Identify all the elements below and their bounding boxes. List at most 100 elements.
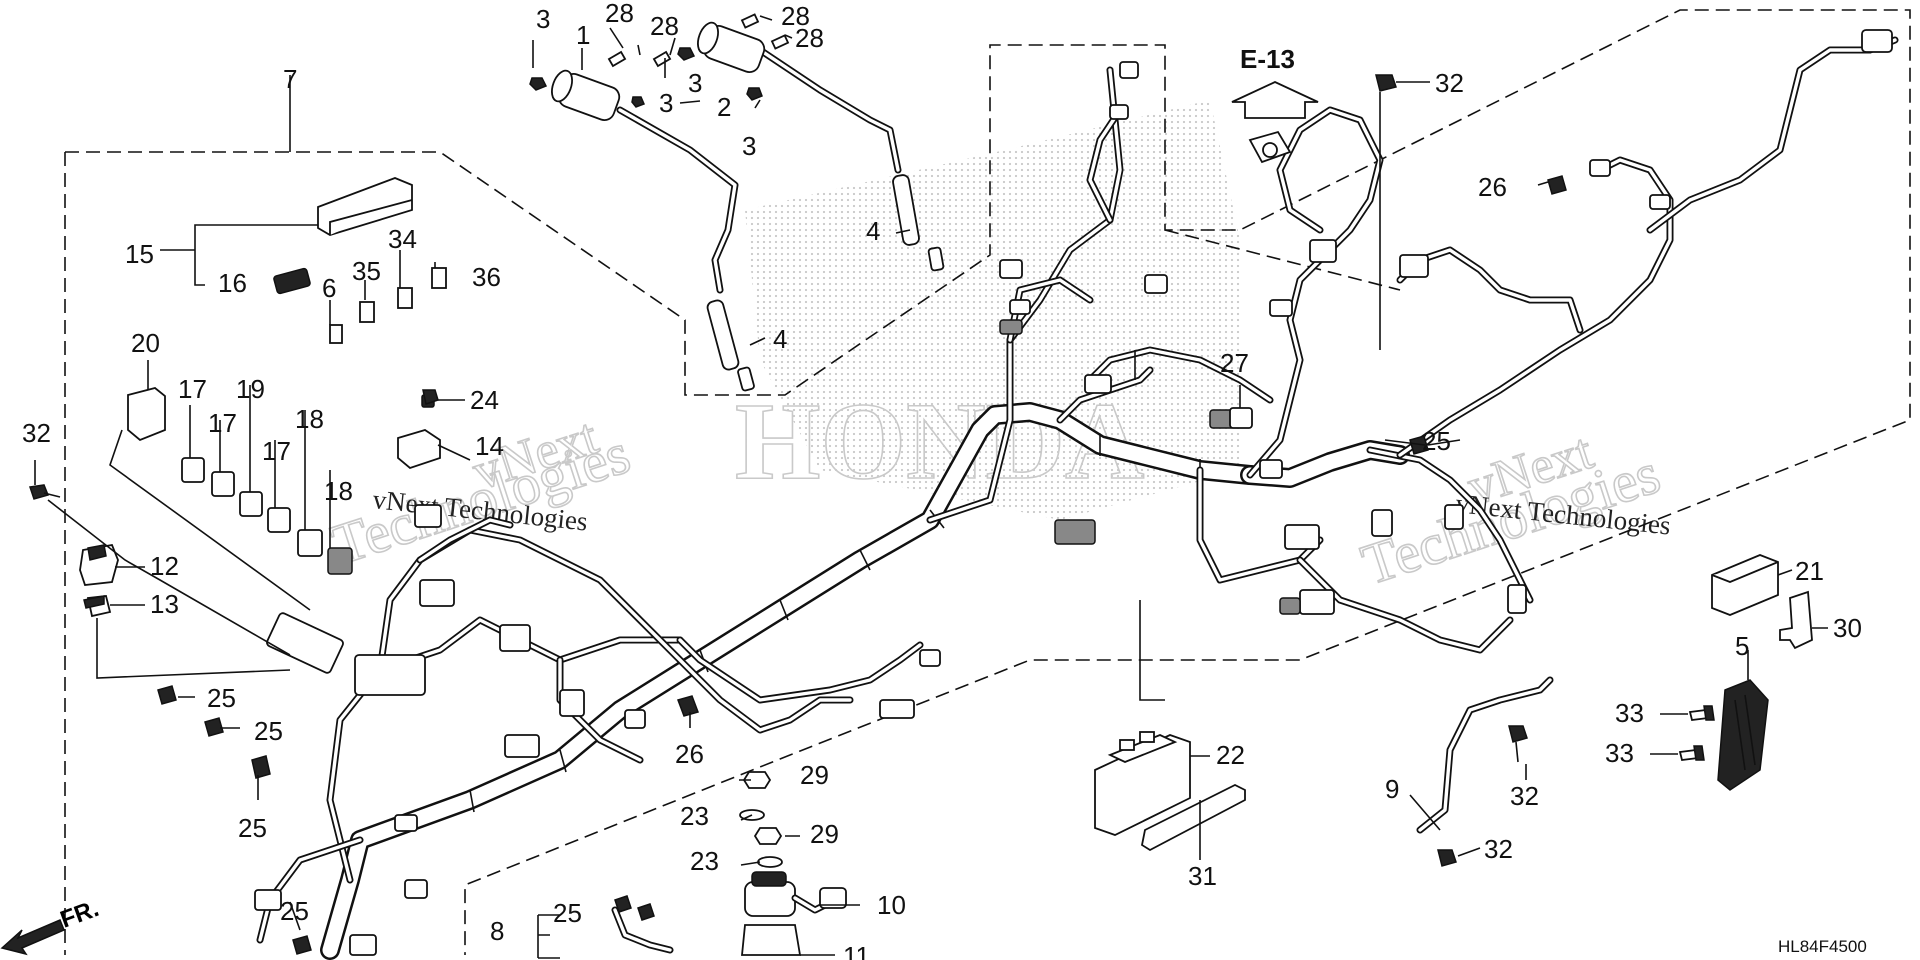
relay-box [127,387,166,442]
clips-25-bottom [614,895,655,921]
callout-33: 33 [1615,698,1644,728]
callout-32: 32 [1435,68,1464,98]
regulator-5 [1717,679,1769,791]
callout-34: 34 [388,224,417,254]
top-fasteners [529,13,790,108]
bracket-14 [397,394,441,470]
callout-30: 30 [1833,613,1862,643]
switch-12 [79,543,119,586]
callout-17: 17 [208,408,237,438]
grommet-e13 [1248,130,1292,164]
callout-31: 31 [1188,861,1217,891]
bolt-24 [422,389,439,405]
callout-20: 20 [131,328,160,358]
callout-13: 13 [150,589,179,619]
front-label: FR. [57,895,103,934]
callout-23: 23 [690,846,719,876]
callout-25: 25 [238,813,267,843]
callout-15: 15 [125,239,154,269]
bolt-32-left [29,484,61,500]
callout-35: 35 [352,256,381,286]
callout-3: 3 [536,4,550,34]
callout-28: 28 [605,0,634,28]
callout-26: 26 [675,739,704,769]
cover-11 [741,924,802,956]
ignition-coil-1 [551,69,621,121]
clip-26-right [1547,175,1567,195]
callout-25: 25 [280,896,309,926]
callout-12: 12 [150,551,179,581]
callout-29: 29 [810,819,839,849]
bolt-32-top [1375,74,1397,92]
group-boundaries [64,9,1911,955]
callout-4: 4 [773,324,787,354]
spark-plug-cap-upper [892,174,945,272]
callout-3: 3 [688,68,702,98]
button-13 [83,595,112,618]
fuse-puller [273,267,311,295]
ignition-coil-2 [697,21,766,73]
callout-28: 28 [795,23,824,53]
callout-18: 18 [324,476,353,506]
nuts-and-washers [739,771,783,868]
callout-26: 26 [1478,172,1507,202]
callout-3: 3 [659,88,673,118]
callout-17: 17 [262,436,291,466]
branch-wires [256,36,1899,954]
callout-2: 2 [717,92,731,122]
spark-plug-cap-lower [706,299,755,392]
callout-28: 28 [650,11,679,41]
callout-4: 4 [866,216,880,246]
callout-8: 8 [490,916,504,946]
callout-33: 33 [1605,738,1634,768]
callout-27: 27 [1220,348,1249,378]
ecu-holder-31 [1140,783,1246,852]
relays [181,457,353,575]
callout-23: 23 [680,801,709,831]
bolt-32-right [1437,725,1528,867]
reference-code: E-13 [1240,44,1295,74]
leader-lines [34,15,1828,959]
callout-25: 25 [207,683,236,713]
callout-10: 10 [877,890,906,920]
fuses [329,267,447,344]
bolts-33 [1678,705,1715,761]
callout-32: 32 [1510,781,1539,811]
callout-25: 25 [553,898,582,928]
callout-1: 1 [576,20,590,50]
callout-36: 36 [472,262,501,292]
callout-25: 25 [1422,426,1451,456]
connector-27 [1229,407,1253,429]
ecu-22 [1094,731,1191,836]
callout-32: 32 [22,418,51,448]
callout-14: 14 [475,431,504,461]
callout-17: 17 [178,374,207,404]
clip-26-mid [677,695,699,717]
callout-numbers: 3 1 28 28 3 3 2 3 28 28 4 4 7 15 16 6 35… [22,0,1862,960]
callout-21: 21 [1795,556,1824,586]
callout-25: 25 [254,716,283,746]
callout-7: 7 [283,64,297,94]
fuse-box-cover [317,177,413,236]
callout-32: 32 [1484,834,1513,864]
callout-6: 6 [322,273,336,303]
callout-5: 5 [1735,631,1749,661]
callout-19: 19 [236,374,265,404]
callout-9: 9 [1385,774,1399,804]
diagram-code: HL84F4500 [1778,937,1867,956]
callout-16: 16 [218,268,247,298]
front-direction-arrow: FR. [0,895,103,956]
callout-22: 22 [1216,740,1245,770]
callout-3: 3 [742,131,756,161]
harness-connectors [254,29,1893,956]
module-21 [1711,554,1779,616]
clips-25-left [157,685,312,955]
starter-relay-10 [744,871,847,917]
reference-arrow-e13: E-13 [1231,44,1319,119]
callout-24: 24 [470,385,499,415]
callout-29: 29 [800,760,829,790]
callout-28: 28 [781,1,810,31]
bracket-30 [1779,590,1813,650]
callout-11: 11 [843,941,870,960]
